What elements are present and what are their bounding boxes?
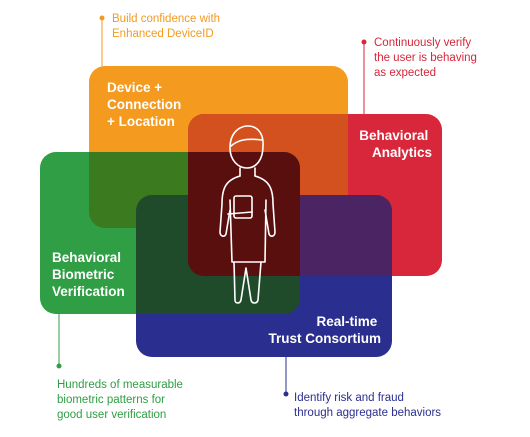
device-box-label: Device + Connection + Location [107,80,185,129]
device-note: Build confidence with Enhanced DeviceID [112,13,223,40]
biometric-note: Hundreds of measurable biometric pattern… [57,379,186,421]
behavioral-analytics-label: Behavioral Analytics [359,128,432,160]
device-connector [99,15,105,66]
consortium-connector [283,357,289,397]
behavioral-biometric-label: Behavioral Biometric Verification [52,250,125,299]
consortium-note: Identify risk and fraud through aggregat… [294,392,441,419]
biometric-connector [56,314,62,369]
trust-consortium-label: Real-time Trust Consortium [268,314,381,346]
analytics-note: Continuously verify the user is behaving… [374,37,480,79]
person-icon [219,125,276,304]
analytics-connector [361,39,367,114]
overlap-center [188,195,300,276]
